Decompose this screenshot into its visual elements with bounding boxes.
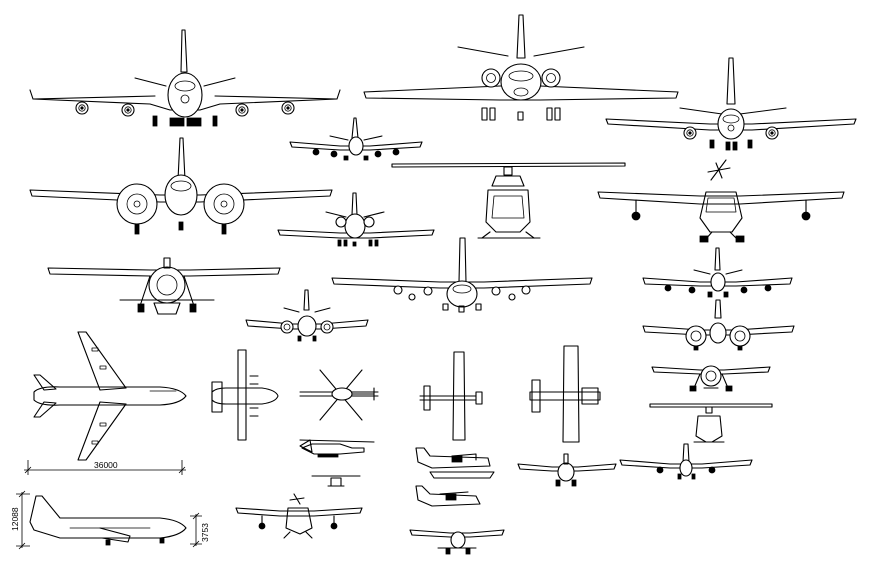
- dimension-height-partial-label: 3753: [200, 523, 210, 542]
- high-wing-front-view-right-small: [651, 365, 771, 392]
- jumbo-jet-top-view: [33, 331, 187, 461]
- turboprop-front-view-bottom: [235, 493, 363, 539]
- cessna-side-view: [415, 485, 481, 507]
- twin-turboprop-front-view: [29, 137, 333, 235]
- dimension-wingspan: 36000: [24, 460, 186, 475]
- dimension-height-partial: 3753: [190, 512, 210, 548]
- airliner-front-view-right: [605, 57, 857, 151]
- attack-helicopter-side-view: [299, 439, 375, 458]
- airliner-side-view: [29, 495, 187, 546]
- business-jet-front-view: [363, 14, 679, 121]
- helicopter-front-view-right-small: [649, 403, 773, 443]
- dimension-wingspan-label: 36000: [94, 460, 118, 470]
- crop-duster-front-view: [517, 453, 617, 487]
- helicopter-front-view: [391, 162, 626, 239]
- helicopter-top-view: [299, 369, 379, 421]
- jumbo-jet-front-view: [29, 29, 341, 127]
- cessna-top-view-1: [419, 351, 483, 441]
- dimension-height: 12088: [10, 490, 30, 550]
- helicopter-front-small: [311, 475, 361, 487]
- seaplane-front-view: [597, 159, 845, 243]
- cessna-front-view-bottom: [409, 529, 505, 555]
- twin-prop-front-view-right: [642, 299, 795, 351]
- jet-front-view-right-small: [619, 443, 753, 480]
- regional-jet-front-view: [245, 289, 369, 342]
- floatplane-side-view: [415, 447, 495, 479]
- small-twinjet-front-view: [277, 192, 435, 247]
- transport-4prop-top-view: [211, 349, 279, 441]
- crop-duster-top-view: [529, 345, 601, 443]
- small-jumbo-front-view: [289, 117, 423, 161]
- dimension-height-label: 12088: [10, 507, 20, 531]
- high-wing-prop-front-view: [47, 257, 281, 315]
- small-4engine-front-view-right: [642, 247, 793, 298]
- transport-4prop-front-view: [331, 237, 593, 313]
